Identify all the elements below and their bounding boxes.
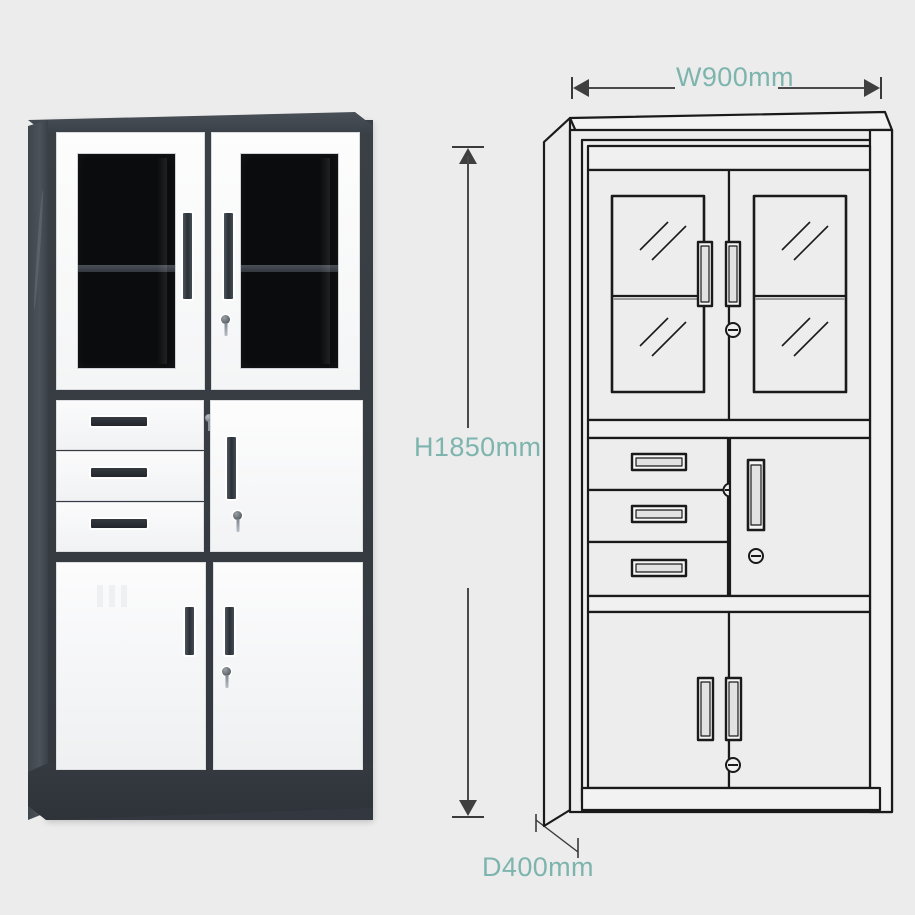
cabinet-side-panel — [28, 120, 48, 820]
technical-line-drawing — [540, 100, 900, 830]
width-line-right — [778, 87, 864, 89]
door-handle-icon[interactable] — [227, 437, 236, 499]
door-handle-icon[interactable] — [224, 213, 233, 299]
drawing-glass-left — [610, 194, 706, 394]
side-panel-highlight — [32, 190, 45, 310]
drawer-pull-icon[interactable] — [91, 519, 147, 528]
lower-door-right[interactable] — [213, 562, 363, 770]
arrow-left-icon — [573, 79, 589, 97]
drawer-pull-icon[interactable] — [91, 417, 147, 426]
glass-panel-right — [240, 153, 339, 369]
drawer-3[interactable] — [56, 502, 204, 552]
cabinet-top-panel — [28, 112, 373, 134]
drawer-1[interactable] — [56, 400, 204, 450]
height-cap-bottom — [452, 816, 484, 818]
drawer-lock-icon[interactable] — [205, 414, 213, 422]
drawer-pull-icon[interactable] — [91, 468, 147, 477]
width-dimension-arrow — [571, 77, 882, 99]
internal-shelf — [78, 265, 175, 273]
product-photograph — [28, 112, 373, 827]
drawing-right-stile — [868, 128, 894, 814]
upper-glass-cabinet — [56, 132, 363, 390]
height-dimension-label: H1850mm — [414, 432, 542, 462]
lower-door-left[interactable] — [56, 562, 206, 770]
upper-glass-door-right[interactable] — [211, 132, 360, 390]
arrow-down-icon — [459, 800, 477, 816]
height-cap-top — [452, 146, 484, 148]
drawing-lower-door-right — [727, 610, 872, 790]
width-cap-right — [880, 77, 882, 99]
drawer-2[interactable] — [56, 451, 204, 501]
depth-dimension-label: D400mm — [482, 852, 594, 882]
drawing-glass-sparkle-icon — [639, 221, 829, 357]
glass-reflection — [157, 158, 167, 364]
upper-glass-door-left[interactable] — [56, 132, 205, 390]
drawing-low-rail — [586, 594, 872, 614]
middle-door-right[interactable] — [210, 400, 363, 552]
middle-drawer-bank — [56, 400, 363, 552]
lower-storage-cabinet — [56, 562, 363, 770]
drawing-base-plinth — [580, 786, 882, 812]
door-handle-icon[interactable] — [185, 607, 194, 655]
drawing-glass-right — [752, 194, 848, 394]
height-line-lower — [467, 588, 469, 810]
height-line-upper — [467, 156, 469, 428]
lock-icon[interactable] — [221, 315, 230, 324]
drawing-mid-rail — [586, 418, 872, 440]
width-cap-left — [571, 77, 573, 99]
lock-icon[interactable] — [222, 667, 231, 676]
glass-reflection — [320, 158, 330, 364]
lock-icon[interactable] — [233, 511, 242, 520]
brand-watermark — [95, 585, 141, 607]
width-dimension-label: W900mm — [676, 62, 794, 92]
width-line-left — [589, 87, 675, 89]
drawer-stack — [56, 400, 204, 552]
glass-panel-left — [77, 153, 176, 369]
internal-shelf — [241, 265, 338, 273]
drawing-drawer-pull-icon — [630, 452, 688, 578]
drawing-upper-rail — [586, 144, 872, 172]
door-handle-icon[interactable] — [183, 213, 192, 299]
arrow-right-icon — [864, 79, 880, 97]
drawing-side-face — [542, 116, 572, 828]
cabinet-line-drawing-svg — [542, 110, 894, 828]
door-handle-icon[interactable] — [225, 607, 234, 655]
